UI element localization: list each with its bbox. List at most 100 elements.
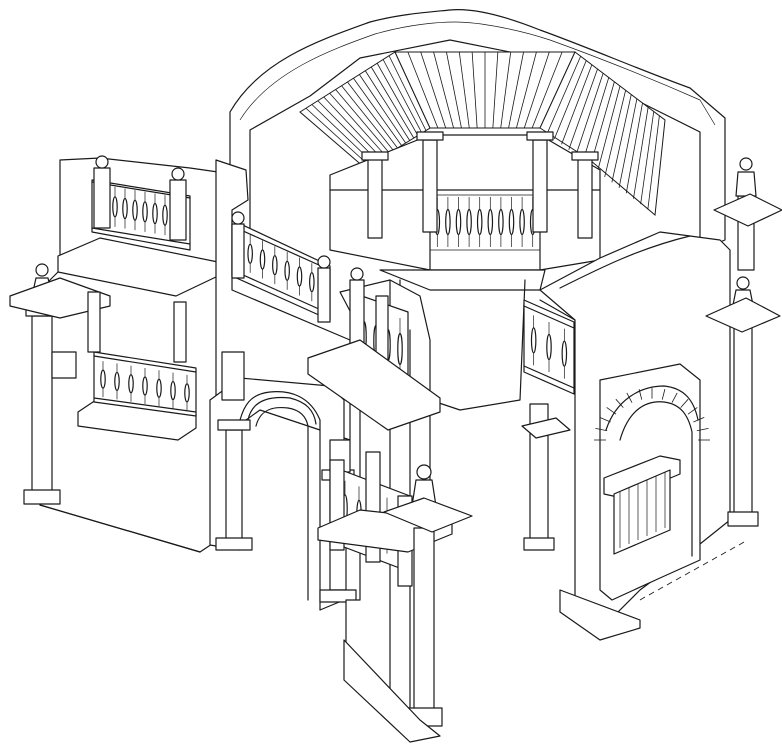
- arch-brick: [661, 389, 666, 400]
- roof-slat: [531, 51, 563, 129]
- baluster: [530, 315, 537, 366]
- roof-slat: [523, 51, 550, 129]
- roof-slat: [471, 51, 478, 129]
- roof-slat: [323, 96, 382, 159]
- roof-slat: [633, 107, 649, 199]
- baluster: [498, 197, 504, 247]
- roof-slat: [433, 51, 454, 129]
- roof-slat: [508, 51, 524, 129]
- arch-brick: [615, 398, 624, 408]
- right-ground-hatch: [639, 541, 745, 601]
- roof-slat: [575, 73, 604, 156]
- roof-slat: [364, 70, 411, 141]
- baluster: [455, 197, 462, 247]
- roof-slat: [597, 85, 621, 172]
- arch-brick: [693, 416, 705, 423]
- arch-brick: [638, 389, 643, 400]
- arch-brick: [696, 427, 709, 432]
- roof-slat: [492, 51, 499, 129]
- roof-slat: [500, 51, 512, 129]
- front-column-cornice: [383, 497, 473, 533]
- baluster: [561, 328, 568, 379]
- baluster: [296, 257, 303, 296]
- right-side-railing: [523, 299, 575, 551]
- roof-slat: [640, 111, 655, 205]
- baluster: [284, 251, 290, 290]
- roof-slat: [353, 78, 402, 146]
- baluster: [272, 246, 278, 285]
- roof-slat: [359, 74, 406, 144]
- baluster: [100, 361, 106, 398]
- gallery-column-right: [571, 151, 599, 239]
- right-upper-cornice: [713, 193, 782, 227]
- roof-slat: [446, 51, 462, 129]
- roof-slat: [568, 68, 598, 150]
- arch-brick: [599, 416, 611, 423]
- baluster: [170, 372, 176, 409]
- baluster: [152, 193, 158, 234]
- front-base-plinth: [343, 639, 441, 743]
- roof-slat: [335, 89, 390, 154]
- baluster: [112, 186, 118, 227]
- baluster: [508, 197, 515, 247]
- baluster: [309, 263, 315, 302]
- baluster: [114, 363, 120, 400]
- baluster: [142, 191, 148, 232]
- right-cornice-ledge: [521, 417, 571, 439]
- roof-slat: [647, 115, 660, 210]
- courtyard-back-gallery: [329, 131, 601, 411]
- right-wing-window: [603, 455, 681, 555]
- roof-right-panel: [539, 51, 666, 216]
- baluster: [247, 234, 253, 273]
- left-lower-balcony: [77, 291, 197, 441]
- baluster: [128, 365, 134, 402]
- roof-slat: [347, 81, 398, 149]
- roof-slat: [376, 63, 419, 136]
- roof-slat: [341, 85, 394, 151]
- left-column-cornice: [9, 277, 111, 319]
- arch-brick: [595, 427, 608, 432]
- roof-left-panel: [299, 51, 431, 169]
- roof-slat: [516, 51, 537, 129]
- baluster: [162, 195, 168, 236]
- arch-brick: [680, 398, 689, 408]
- arch-brick: [626, 392, 633, 403]
- gallery-column-left: [361, 151, 389, 239]
- arch-brick: [687, 407, 698, 415]
- center-stair-landing-slab: [307, 339, 441, 431]
- baluster: [142, 368, 148, 404]
- roof-slat: [382, 59, 423, 134]
- gallery-column-center-left: [416, 131, 444, 233]
- baluster: [132, 190, 138, 231]
- baluster: [519, 197, 525, 247]
- roof-slat: [611, 94, 632, 183]
- baluster: [466, 197, 472, 247]
- roof-slat: [317, 100, 378, 161]
- baluster: [156, 370, 162, 407]
- baluster: [445, 197, 451, 247]
- arch-brick: [671, 392, 678, 403]
- roof-slat: [554, 60, 587, 140]
- gallery-column-center-right: [526, 131, 554, 233]
- baluster: [476, 197, 483, 247]
- roof-slat: [561, 64, 593, 145]
- baluster: [546, 322, 552, 372]
- right-column-cornice: [705, 297, 781, 333]
- roof-slat: [582, 77, 610, 161]
- baluster: [122, 188, 128, 229]
- left-wall-sign-board: [51, 351, 77, 379]
- roof-slat: [458, 51, 470, 129]
- left-mid-railing: [231, 211, 331, 323]
- roof-slat: [546, 56, 581, 134]
- right-base-plinth: [559, 589, 641, 641]
- roof-slat: [305, 107, 370, 166]
- roof-slat: [370, 66, 415, 139]
- baluster: [487, 197, 494, 247]
- baluster: [184, 374, 190, 411]
- roof-slat: [604, 90, 627, 178]
- arch-brick: [606, 407, 617, 415]
- roof-slat: [618, 98, 638, 188]
- roof-slat: [407, 51, 439, 129]
